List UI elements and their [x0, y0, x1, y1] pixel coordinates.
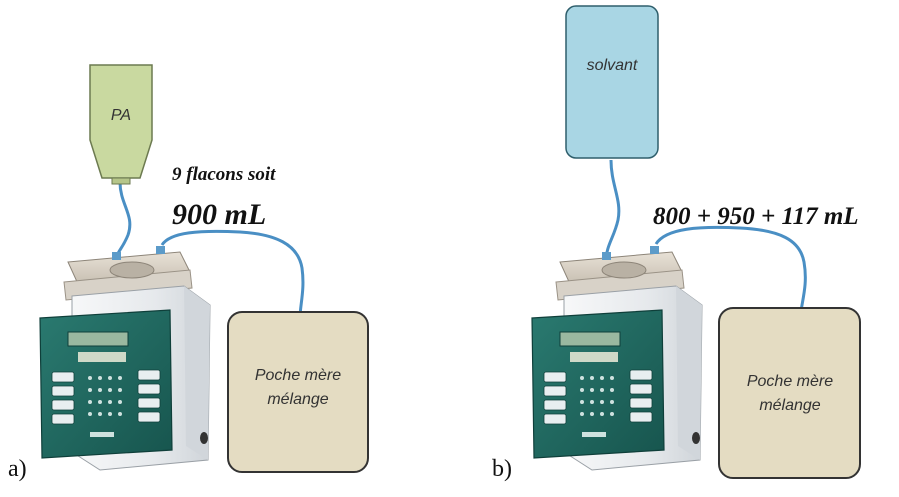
- bag-label-b-line2: mélange: [759, 397, 820, 414]
- pa-label: PA: [111, 107, 131, 124]
- panel-b: solvant 800 + 950 + 117 mL: [492, 5, 861, 482]
- volume-value-a: 900 mL: [172, 198, 266, 231]
- mixing-bag-a: Poche mère mélange: [227, 311, 369, 473]
- bag-label-a-line1: Poche mère: [255, 367, 341, 384]
- solvent-label: solvant: [587, 57, 638, 74]
- tube-source-to-device: [114, 181, 132, 263]
- volume-caption-a: 9 flacons soit: [172, 164, 276, 185]
- tube-device-to-bag: [160, 229, 305, 319]
- tube-solvent-to-device: [604, 159, 621, 263]
- panel-a: PA 9 flacons soit 900 mL: [8, 64, 369, 482]
- compounder-device-b: [531, 246, 703, 471]
- compounder-device-a: [39, 246, 211, 471]
- panel-letter-b: b): [492, 456, 512, 482]
- pa-container: PA: [89, 64, 153, 185]
- bag-label-b-line1: Poche mère: [747, 373, 833, 390]
- panel-letter-a: a): [8, 456, 27, 482]
- mixing-bag-b: Poche mère mélange: [718, 307, 861, 479]
- bag-label-a-line2: mélange: [267, 391, 328, 408]
- volume-value-b: 800 + 950 + 117 mL: [653, 203, 859, 230]
- solvent-container: solvant: [565, 5, 659, 159]
- tube-device-to-bag-b: [654, 225, 807, 319]
